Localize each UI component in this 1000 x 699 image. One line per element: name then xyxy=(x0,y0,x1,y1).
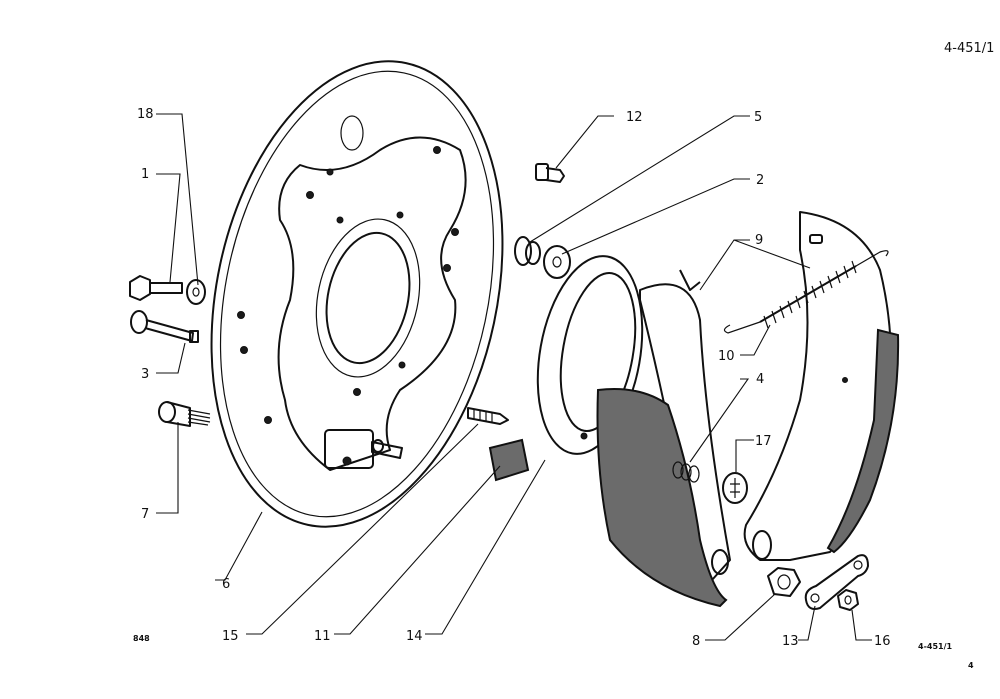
callout-9: 9 xyxy=(755,233,763,248)
callout-13: 13 xyxy=(782,634,799,649)
callout-3: 3 xyxy=(141,367,149,382)
callout-12: 12 xyxy=(626,110,643,125)
callout-4: 4 xyxy=(756,372,764,387)
callout-10: 10 xyxy=(718,349,735,364)
callout-2: 2 xyxy=(756,173,764,188)
callout-6: 6 xyxy=(222,577,230,592)
callout-8: 8 xyxy=(692,634,700,649)
gasket xyxy=(488,438,530,482)
figure-code: 848 xyxy=(133,634,150,643)
page-number: 4 xyxy=(968,661,974,670)
dust-cover-ring xyxy=(536,255,644,455)
small-nut xyxy=(837,589,859,611)
callout-18: 18 xyxy=(137,107,154,122)
figure-reference: 4-451/1 xyxy=(918,642,953,651)
callout-15: 15 xyxy=(222,629,239,644)
callout-14: 14 xyxy=(406,629,423,644)
callout-5: 5 xyxy=(754,110,762,125)
backing-plate xyxy=(210,60,504,528)
screw xyxy=(467,407,509,425)
stud xyxy=(371,439,403,459)
hex-nut xyxy=(767,567,801,597)
bolt xyxy=(129,275,183,301)
brake-shoe-front xyxy=(596,269,731,608)
stud-bolt xyxy=(158,401,211,427)
pin-cap xyxy=(722,472,748,504)
sheet-reference: 4-451/1 xyxy=(944,41,994,56)
callout-1: 1 xyxy=(141,167,149,182)
flat-washer xyxy=(543,245,571,279)
link-plate xyxy=(804,554,869,610)
leader-lines xyxy=(156,113,872,641)
plug xyxy=(535,163,565,183)
pin xyxy=(130,310,199,343)
brake-shoe-rear xyxy=(743,211,900,561)
callout-labels: 18 1 3 7 12 5 2 9 10 4 17 6 15 11 14 8 1… xyxy=(137,107,891,649)
callout-16: 16 xyxy=(874,634,891,649)
return-spring xyxy=(723,250,889,334)
callout-7: 7 xyxy=(141,507,149,522)
washer xyxy=(186,279,206,305)
callout-17: 17 xyxy=(755,434,772,449)
rubber-cap xyxy=(514,236,541,266)
callout-11: 11 xyxy=(314,629,331,644)
hold-down-spring xyxy=(672,461,700,483)
